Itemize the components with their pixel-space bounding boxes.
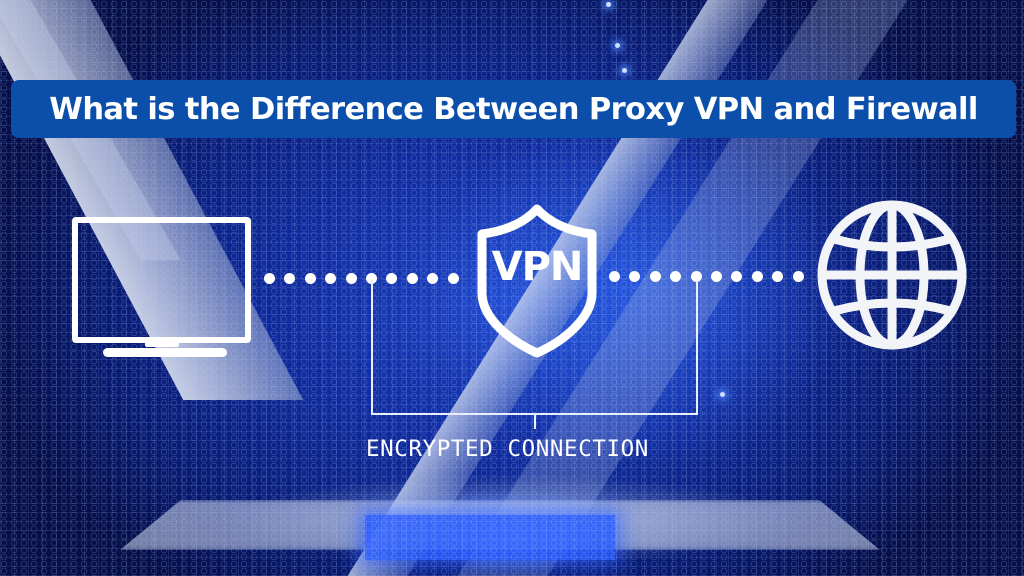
vpn-label: VPN xyxy=(491,244,584,290)
title-banner: What is the Difference Between Proxy VPN… xyxy=(11,80,1016,138)
connector-dot xyxy=(264,273,275,284)
connector-dot xyxy=(649,271,661,282)
monitor-icon xyxy=(72,217,251,357)
encrypted-connection-caption: ENCRYPTED CONNECTION xyxy=(366,436,649,462)
dotted-connector-left xyxy=(264,273,468,284)
connector-dot xyxy=(670,271,682,282)
led-light xyxy=(615,43,620,48)
connector-dot xyxy=(751,271,763,282)
connector-dot xyxy=(386,273,398,284)
globe-icon xyxy=(817,200,967,350)
bracket-line-left xyxy=(371,280,373,414)
connector-dot xyxy=(304,273,316,284)
shield-icon xyxy=(477,204,597,358)
background-blue-light xyxy=(365,515,615,560)
connector-dot xyxy=(427,273,439,284)
connector-dot xyxy=(406,273,418,284)
page-title: What is the Difference Between Proxy VPN… xyxy=(49,91,978,127)
connector-dot xyxy=(731,271,743,282)
connector-dot xyxy=(690,271,702,282)
connector-dot xyxy=(325,273,337,284)
bracket-line-right xyxy=(696,280,698,414)
dotted-connector-right xyxy=(609,271,813,282)
connector-dot xyxy=(447,273,459,284)
connector-dot xyxy=(629,271,641,282)
connector-dot xyxy=(792,271,804,282)
bracket-line-center xyxy=(534,413,536,429)
connector-dot xyxy=(284,273,296,284)
connector-dot xyxy=(365,273,377,284)
connector-dot xyxy=(609,271,620,282)
led-light xyxy=(622,68,627,73)
led-light xyxy=(720,392,725,397)
led-light xyxy=(606,2,611,7)
connector-dot xyxy=(710,271,722,282)
connector-dot xyxy=(772,271,784,282)
connector-dot xyxy=(345,273,357,284)
